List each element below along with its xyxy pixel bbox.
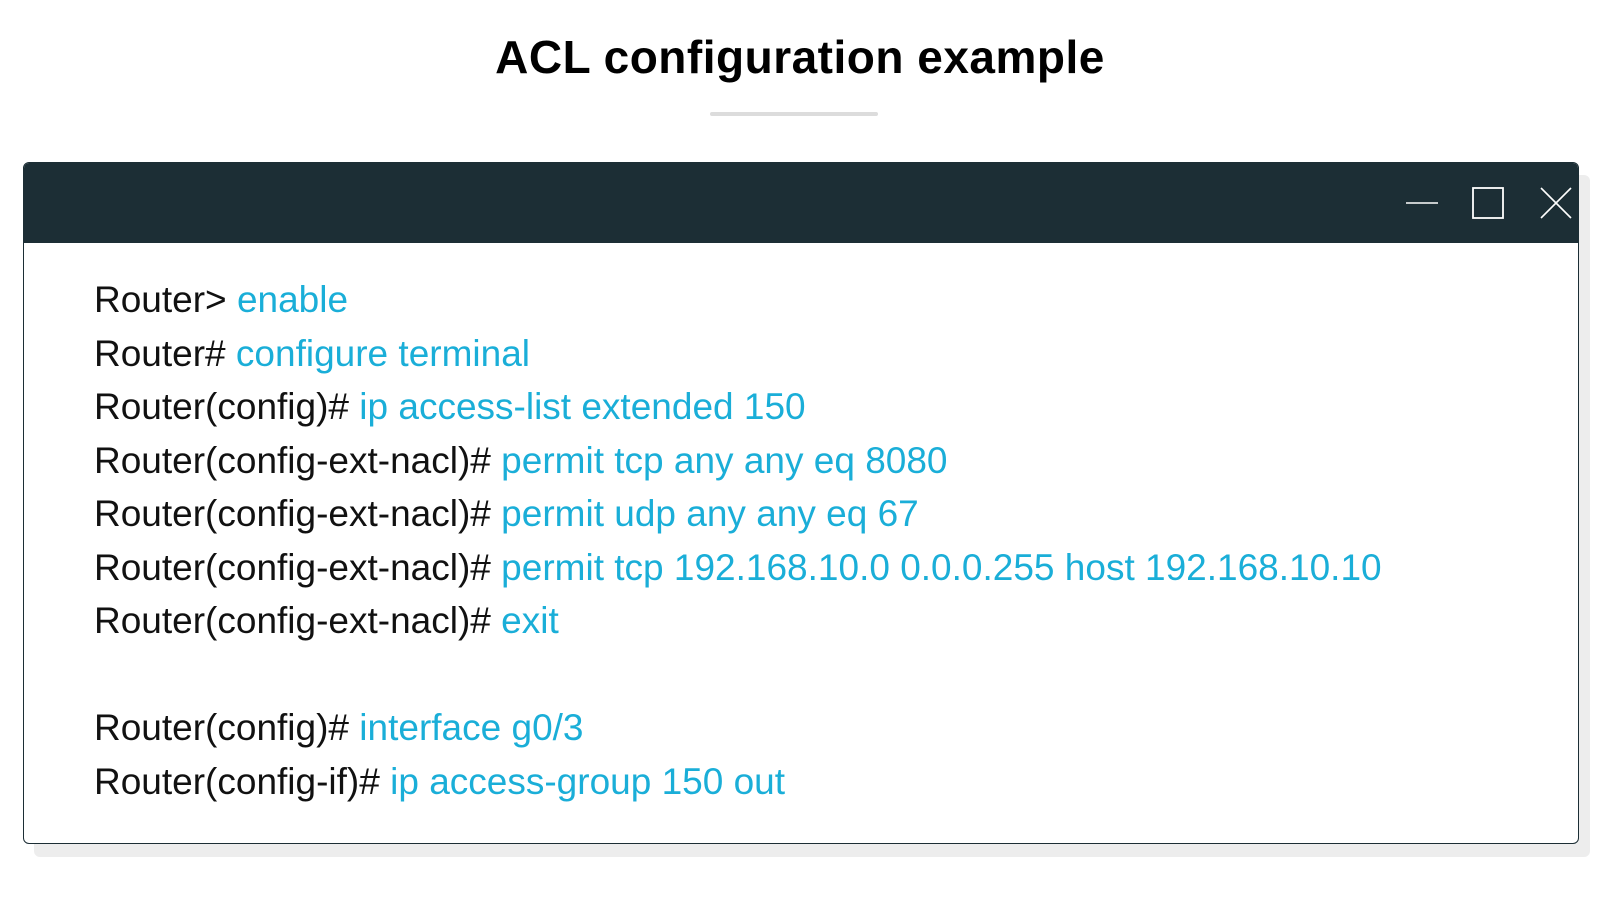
terminal-command: interface g0/3 xyxy=(359,707,584,748)
terminal-prompt: Router(config)# xyxy=(94,386,350,427)
terminal-prompt: Router(config-ext-nacl)# xyxy=(94,546,491,588)
terminal-command: ip access-group 150 out xyxy=(390,760,786,802)
page-title: ACL configuration example xyxy=(495,31,1105,83)
terminal-command: permit tcp 192.168.10.0 0.0.0.255 host 1… xyxy=(501,546,1382,588)
terminal-output[interactable]: Router> enable Router# configure termina… xyxy=(94,273,1558,808)
terminal-window: Router> enable Router# configure termina… xyxy=(23,162,1579,844)
terminal-prompt: Router# xyxy=(94,332,226,374)
terminal-line: Router# configure terminal xyxy=(94,327,1558,381)
maximize-button[interactable] xyxy=(1466,181,1510,225)
close-button[interactable] xyxy=(1534,181,1578,225)
terminal-line: Router(config)# ip access-list extended … xyxy=(94,380,1558,434)
terminal-line: Router(config-ext-nacl)# exit xyxy=(94,594,1558,648)
minimize-button[interactable] xyxy=(1400,181,1444,225)
terminal-prompt: Router(config)# xyxy=(94,707,350,748)
terminal-command: exit xyxy=(501,600,559,641)
terminal-command: ip access-list extended 150 xyxy=(359,386,806,427)
minimize-icon xyxy=(1404,185,1440,221)
terminal-command: enable xyxy=(236,279,349,320)
terminal-command: permit tcp any any eq 8080 xyxy=(501,439,948,481)
terminal-line: Router(config-if)# ip access-group 150 o… xyxy=(94,755,1558,809)
terminal-command: permit udp any any eq 67 xyxy=(501,493,919,534)
maximize-icon xyxy=(1470,185,1506,221)
title-underline xyxy=(710,112,878,116)
terminal-line: Router> enable xyxy=(94,273,1558,327)
terminal-line: Router(config)# interface g0/3 xyxy=(94,701,1558,755)
close-icon xyxy=(1538,185,1574,221)
terminal-line: Router(config-ext-nacl)# permit tcp any … xyxy=(94,434,1558,488)
terminal-prompt: Router> xyxy=(94,279,227,320)
terminal-line: Router(config-ext-nacl)# permit udp any … xyxy=(94,487,1558,541)
terminal-blank-line xyxy=(94,648,1558,702)
terminal-prompt: Router(config-if)# xyxy=(94,760,380,802)
terminal-prompt: Router(config-ext-nacl)# xyxy=(94,600,491,641)
terminal-command: configure terminal xyxy=(235,332,531,374)
terminal-prompt: Router(config-ext-nacl)# xyxy=(94,439,491,481)
window-titlebar[interactable] xyxy=(24,163,1578,243)
terminal-line: Router(config-ext-nacl)# permit tcp 192.… xyxy=(94,541,1558,595)
terminal-prompt: Router(config-ext-nacl)# xyxy=(94,493,491,534)
